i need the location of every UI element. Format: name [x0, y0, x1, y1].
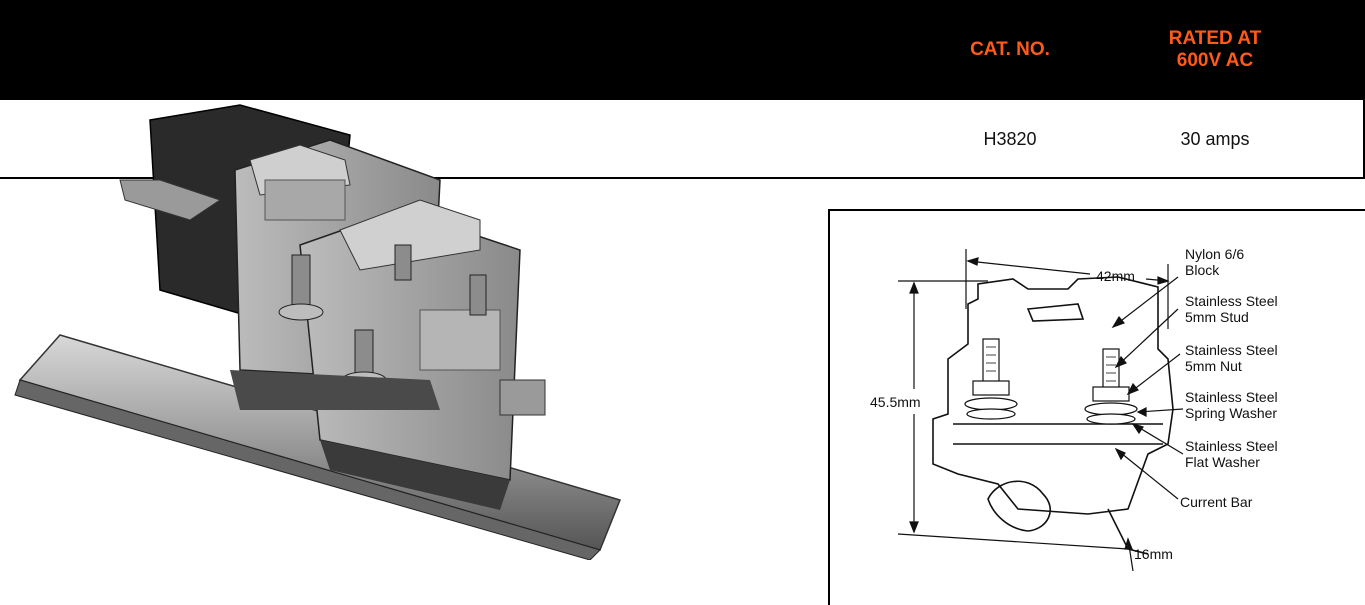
svg-text:Current Bar: Current Bar [1180, 494, 1253, 510]
dim-width: 42mm [1096, 268, 1135, 284]
callout-nut: Stainless Steel 5mm Nut [1185, 342, 1278, 374]
dim-depth: 16mm [1134, 546, 1173, 562]
svg-text:5mm Stud: 5mm Stud [1185, 309, 1249, 325]
callout-stud: Stainless Steel 5mm Stud [1185, 293, 1278, 325]
svg-text:Stainless Steel: Stainless Steel [1185, 293, 1278, 309]
svg-text:Flat Washer: Flat Washer [1185, 454, 1260, 470]
header-cat-no: CAT. NO. [970, 39, 1050, 60]
dim-height: 45.5mm [870, 394, 921, 410]
svg-text:Stainless Steel: Stainless Steel [1185, 438, 1278, 454]
callout-current-bar: Current Bar [1180, 494, 1253, 510]
callout-spring-washer: Stainless Steel Spring Washer [1185, 389, 1278, 421]
svg-text:Nylon 6/6: Nylon 6/6 [1185, 246, 1244, 262]
svg-text:Spring Washer: Spring Washer [1185, 405, 1277, 421]
cell-cat-no: H3820 [983, 128, 1037, 149]
svg-text:Stainless Steel: Stainless Steel [1185, 389, 1278, 405]
product-photo [14, 104, 622, 560]
callout-flat-washer: Stainless Steel Flat Washer [1185, 438, 1278, 470]
cell-rating: 30 amps [1180, 128, 1250, 149]
svg-text:Block: Block [1185, 262, 1220, 278]
table-header-bar [0, 0, 1365, 100]
callout-nylon-block: Nylon 6/6 Block [1185, 246, 1244, 278]
svg-text:5mm Nut: 5mm Nut [1185, 358, 1242, 374]
svg-text:Stainless Steel: Stainless Steel [1185, 342, 1278, 358]
technical-diagram: 42mm 45.5mm 16mm Nylon 6/6 Block Stainle… [870, 246, 1278, 572]
